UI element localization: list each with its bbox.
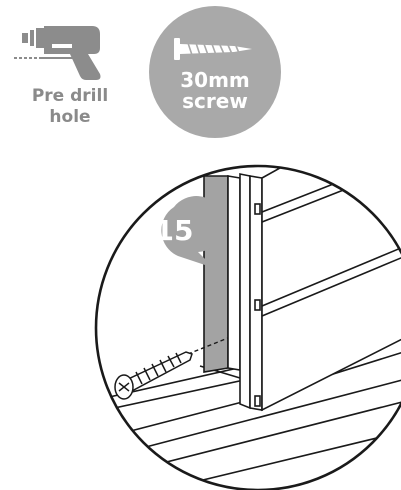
screw-guide-line (187, 337, 229, 355)
screw-label: 30mm screw (149, 70, 281, 112)
screw-type-label: screw (182, 89, 248, 113)
panel-frame (239, 166, 401, 412)
screw-illustration (114, 351, 193, 400)
screw-size-label: 30mm (180, 68, 250, 92)
step-bubble (161, 196, 225, 268)
screw-badge (149, 6, 281, 138)
detail-circle (94, 164, 401, 490)
step-number: 15 (154, 214, 194, 247)
pre-drill-label-line2: hole (49, 107, 91, 127)
pre-drill-label-line1: Pre drill (31, 86, 109, 106)
pre-drill-label: Pre drill hole (24, 86, 116, 128)
